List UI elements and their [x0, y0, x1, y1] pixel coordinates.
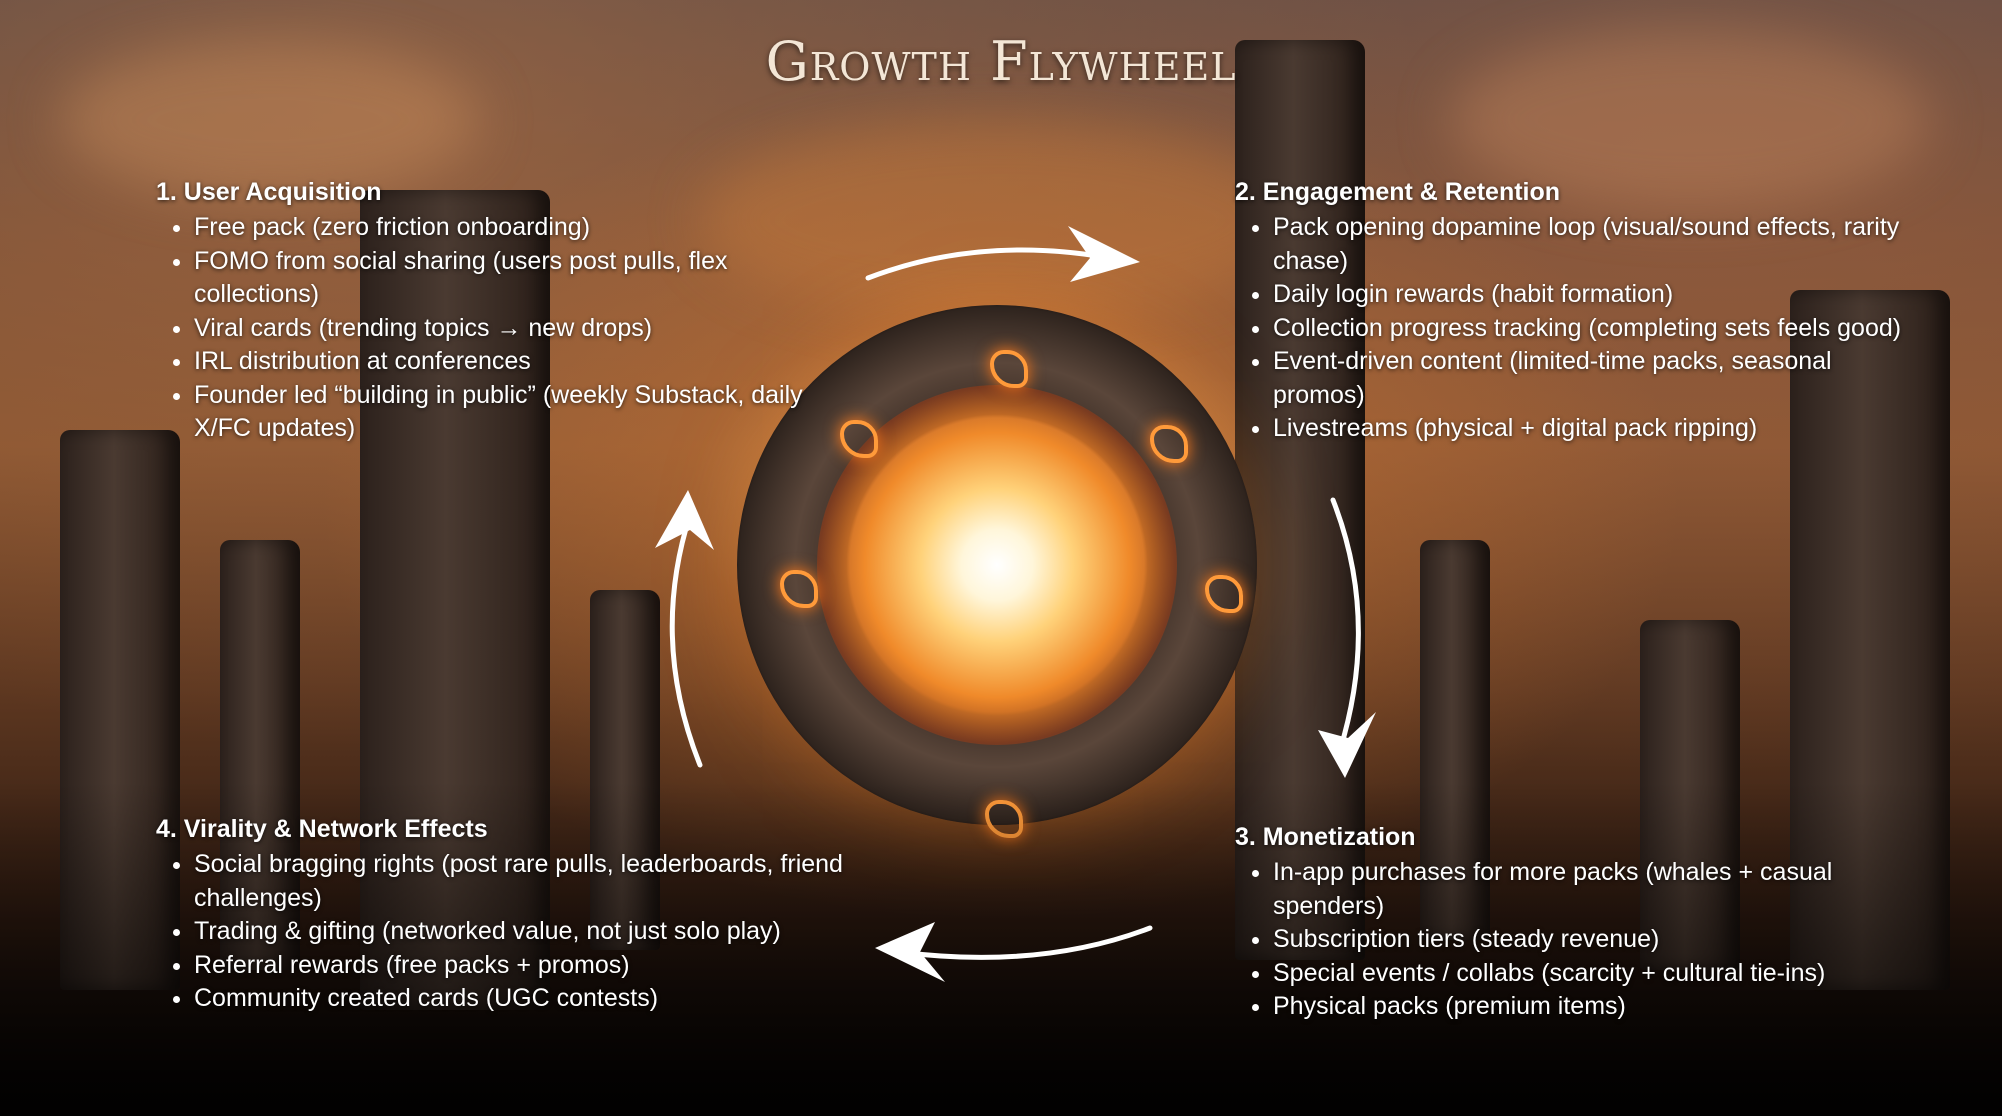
list-item: Daily login rewards (habit formation) [1273, 278, 1915, 312]
section-user-acquisition: 1. User Acquisition Free pack (zero fric… [156, 178, 806, 446]
list-item: Viral cards (trending topics → new drops… [194, 312, 806, 346]
list-item: Community created cards (UGC contests) [194, 982, 856, 1016]
list-item: Founder led “building in public” (weekly… [194, 379, 806, 446]
section-list: Social bragging rights (post rare pulls,… [156, 848, 856, 1016]
list-item: Subscription tiers (steady revenue) [1273, 923, 1915, 957]
list-item: Special events / collabs (scarcity + cul… [1273, 957, 1915, 991]
list-item: Pack opening dopamine loop (visual/sound… [1273, 211, 1915, 278]
arrow-left-icon [900, 928, 1150, 957]
list-item: Social bragging rights (post rare pulls,… [194, 848, 856, 915]
list-item: FOMO from social sharing (users post pul… [194, 245, 806, 312]
list-item: Trading & gifting (networked value, not … [194, 915, 856, 949]
list-item: Collection progress tracking (completing… [1273, 312, 1915, 346]
list-item: Referral rewards (free packs + promos) [194, 949, 856, 983]
arrow-up-icon [672, 515, 700, 765]
section-heading: 2. Engagement & Retention [1235, 178, 1915, 207]
section-heading: 1. User Acquisition [156, 178, 806, 207]
list-item: Event-driven content (limited-time packs… [1273, 345, 1915, 412]
section-virality-network-effects: 4. Virality & Network Effects Social bra… [156, 815, 856, 1016]
arrow-right-icon [868, 250, 1110, 278]
list-item: Livestreams (physical + digital pack rip… [1273, 412, 1915, 446]
section-heading: 3. Monetization [1235, 823, 1915, 852]
arrow-down-icon [1333, 500, 1358, 750]
section-list: Free pack (zero friction onboarding) FOM… [156, 211, 806, 446]
section-list: In-app purchases for more packs (whales … [1235, 856, 1915, 1024]
section-engagement-retention: 2. Engagement & Retention Pack opening d… [1235, 178, 1915, 446]
list-item: In-app purchases for more packs (whales … [1273, 856, 1915, 923]
section-list: Pack opening dopamine loop (visual/sound… [1235, 211, 1915, 446]
section-heading: 4. Virality & Network Effects [156, 815, 856, 844]
list-item: Free pack (zero friction onboarding) [194, 211, 806, 245]
list-item: Physical packs (premium items) [1273, 990, 1915, 1024]
list-item: IRL distribution at conferences [194, 345, 806, 379]
section-monetization: 3. Monetization In-app purchases for mor… [1235, 823, 1915, 1024]
